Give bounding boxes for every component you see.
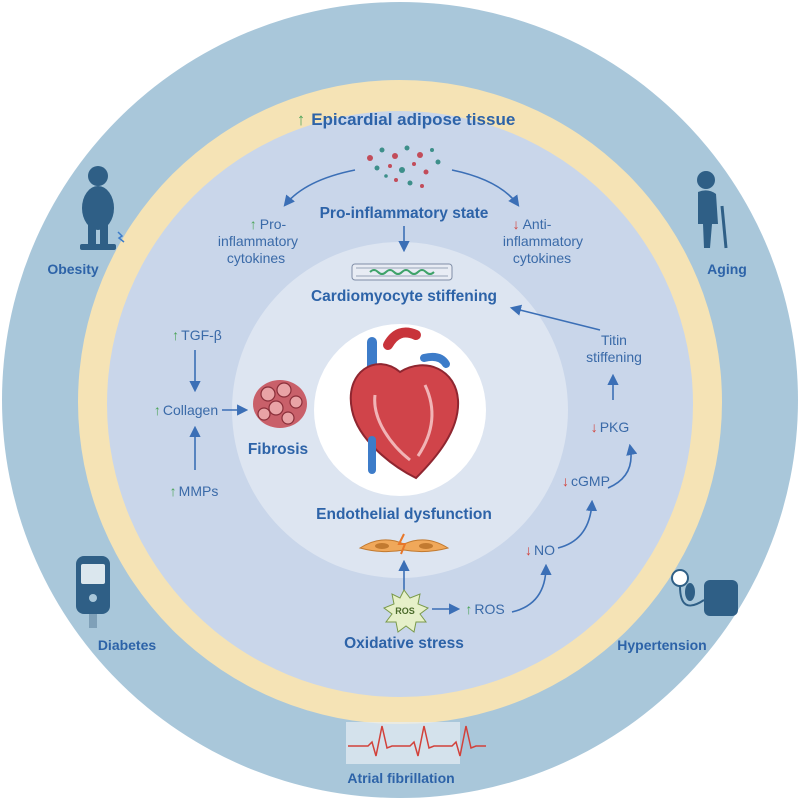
endothelial-dysfunction-label: Endothelial dysfunction <box>316 506 492 523</box>
oxidative-stress-label: Oxidative stress <box>344 635 464 652</box>
adipose-title: ↑Epicardial adipose tissue <box>297 110 516 129</box>
ros-burst-icon: ROS <box>382 589 430 633</box>
titin-label-line1: Titin <box>601 332 627 348</box>
ros-badge-label: ROS <box>395 606 415 616</box>
tgf-beta-label: ↑TGF-β <box>172 327 222 343</box>
anti-cytokines-line2: inflammatory <box>503 233 583 249</box>
cardiomyocyte-icon <box>351 263 453 281</box>
cytokine-particles-icon <box>367 145 441 188</box>
elderly-person-icon <box>697 171 728 249</box>
pro-inflammatory-state-label: Pro-inflammatory state <box>320 205 489 222</box>
risk-obesity-label: Obesity <box>47 261 99 277</box>
heart-icon <box>349 327 460 480</box>
pro-cytokines-line3: cytokines <box>227 250 285 266</box>
no-label: ↓NO <box>525 542 555 558</box>
endothelial-cell-icon <box>358 533 450 555</box>
pkg-label: ↓PKG <box>591 419 630 435</box>
titin-label-line2: stiffening <box>586 349 642 365</box>
pro-cytokines-label: ↑Pro- <box>250 216 287 232</box>
arrow-cgmp-to-pkg <box>607 443 638 489</box>
arrow-titin-to-cardiomyocyte <box>509 304 601 331</box>
ros-label: ↑ROS <box>465 601 504 617</box>
risk-aging-label: Aging <box>707 261 747 277</box>
fibrosis-label: Fibrosis <box>248 441 308 458</box>
mmps-label: ↑MMPs <box>170 483 219 499</box>
risk-hypertension-label: Hypertension <box>617 637 706 653</box>
arrow-ros-to-no <box>511 563 552 613</box>
arrow-no-to-cgmp <box>557 499 598 549</box>
anti-cytokines-line3: cytokines <box>513 250 571 266</box>
blood-pressure-cuff-icon <box>671 569 738 616</box>
risk-atrial-fibrillation-label: Atrial fibrillation <box>347 770 454 786</box>
cgmp-label: ↓cGMP <box>562 473 610 489</box>
fibrosis-tissue-icon <box>253 380 307 428</box>
cardiomyocyte-stiffening-label: Cardiomyocyte stiffening <box>311 288 497 305</box>
glucometer-icon <box>76 556 110 628</box>
ecg-trace-icon <box>346 722 486 764</box>
anti-cytokines-label: ↓Anti- <box>513 216 552 232</box>
arrow-to-anti-cytokines <box>451 169 520 207</box>
collagen-label: ↑Collagen <box>154 402 218 418</box>
arrow-to-pro-cytokines <box>283 169 356 207</box>
obese-person-icon <box>80 166 125 250</box>
risk-diabetes-label: Diabetes <box>98 637 157 653</box>
pro-cytokines-line2: inflammatory <box>218 233 298 249</box>
